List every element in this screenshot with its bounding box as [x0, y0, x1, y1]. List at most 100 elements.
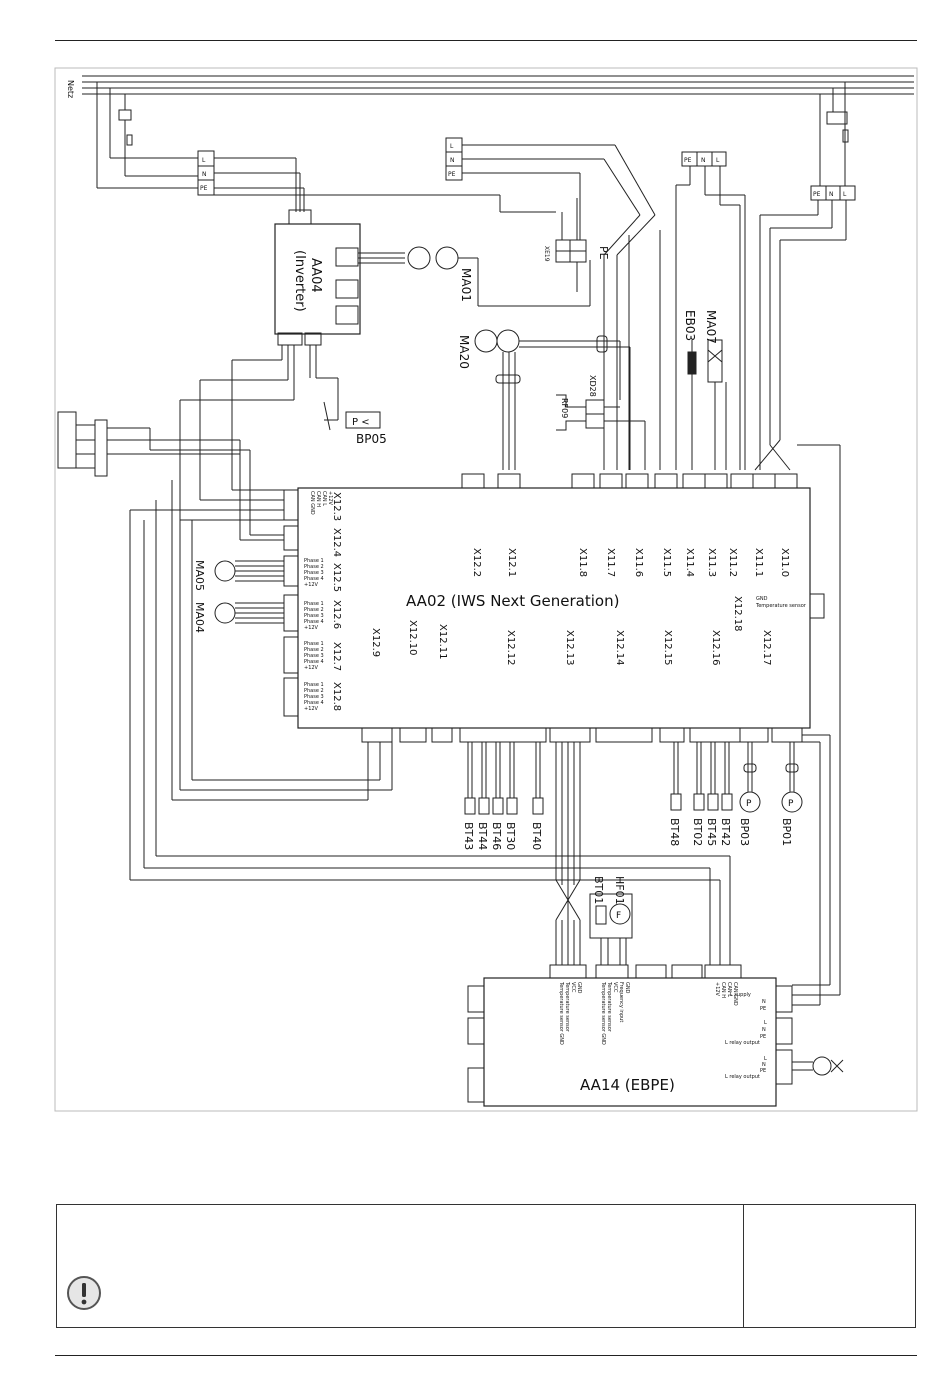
- svg-text:X12.11: X12.11: [437, 624, 448, 659]
- x1213-harness: [555, 742, 581, 965]
- right-edge-wiring: [792, 444, 844, 1076]
- svg-text:BT02: BT02: [691, 818, 704, 846]
- svg-text:X12.9: X12.9: [370, 628, 381, 657]
- svg-text:L relay output: L relay output: [725, 1074, 760, 1080]
- bp01-pressure-icon: [781, 791, 803, 813]
- svg-text:BP03: BP03: [738, 818, 751, 846]
- svg-text:+12V: +12V: [304, 625, 319, 631]
- svg-text:X11.1: X11.1: [753, 548, 764, 577]
- aa14-temp-pin-labels: GND VCC Temperature sensor Temperature s…: [558, 981, 582, 1045]
- svg-text:N: N: [762, 999, 766, 1005]
- svg-text:Phase 3: Phase 3: [304, 653, 324, 659]
- svg-text:Phase 4: Phase 4: [304, 700, 324, 706]
- svg-text:Phase 2: Phase 2: [304, 647, 324, 653]
- ma04-motor-icon: [214, 602, 236, 624]
- x127-pin-labels: Phase 1 Phase 2 Phase 3 Phase 4 +12V: [304, 641, 324, 671]
- svg-text:+12V: +12V: [714, 982, 720, 997]
- inverter-aa04: [274, 209, 361, 346]
- svg-text:P: P: [746, 799, 752, 809]
- svg-text:Temperature sensor: Temperature sensor: [606, 981, 612, 1033]
- note-divider: [743, 1205, 744, 1327]
- svg-text:X11.8: X11.8: [577, 548, 588, 577]
- svg-text:N: N: [829, 191, 834, 198]
- svg-text:X11.2: X11.2: [727, 548, 738, 577]
- svg-text:L: L: [450, 143, 454, 150]
- left-connector-labels: X12.3 X12.4 X12.5 X12.6 X12.7 X12.8: [331, 492, 342, 711]
- svg-text:PE: PE: [200, 185, 208, 192]
- svg-text:X12.1: X12.1: [506, 548, 517, 577]
- svg-text:X12.17: X12.17: [761, 630, 772, 665]
- svg-text:X12.15: X12.15: [662, 630, 673, 665]
- x125-pin-labels: Phase 1 Phase 2 Phase 3 Phase 4 +12V: [304, 558, 324, 588]
- svg-text:Phase 1: Phase 1: [304, 558, 324, 564]
- svg-text:+12V: +12V: [327, 491, 333, 506]
- bottom-rule: [55, 1355, 917, 1356]
- temp-sensors-right: [670, 742, 803, 813]
- xe19-label: XE19: [543, 246, 550, 262]
- svg-text:X12.18: X12.18: [732, 596, 743, 631]
- xd28-label: XD28: [588, 375, 597, 397]
- external-connector: [57, 411, 251, 540]
- svg-text:PE: PE: [684, 157, 692, 164]
- svg-text:L: L: [843, 191, 847, 198]
- ma05-label: MA05: [193, 560, 206, 591]
- hf01-label: HF01: [613, 876, 626, 905]
- bp03-pressure-icon: [739, 791, 761, 813]
- svg-text:L: L: [202, 157, 206, 164]
- svg-text:Temperature sensor: Temperature sensor: [755, 603, 807, 609]
- svg-text:L: L: [764, 1056, 767, 1062]
- exclamation-icon: [67, 1276, 101, 1310]
- svg-text:X11.7: X11.7: [605, 548, 616, 577]
- svg-text:Phase 1: Phase 1: [304, 601, 324, 607]
- svg-text:+12V: +12V: [304, 665, 319, 671]
- svg-text:X12.12: X12.12: [505, 630, 516, 665]
- ma20-label: MA20: [457, 335, 471, 369]
- svg-text:VCC: VCC: [570, 982, 576, 993]
- svg-text:Phase 3: Phase 3: [304, 613, 324, 619]
- left-supply-wiring: [96, 82, 556, 213]
- left-loop-wiring: [129, 480, 731, 965]
- svg-text:L supply: L supply: [730, 992, 751, 998]
- svg-text:GND: GND: [624, 982, 630, 994]
- svg-text:X12.3: X12.3: [331, 492, 342, 521]
- right-fuse: [826, 111, 848, 125]
- eb03-heater-icon: [687, 351, 697, 375]
- svg-text:BT43: BT43: [462, 822, 475, 850]
- center-terminal-block: [445, 137, 661, 470]
- main-board-aa02: [283, 473, 825, 743]
- svg-text:Phase 3: Phase 3: [304, 694, 324, 700]
- x1218-pin-labels: GND Temperature sensor: [755, 596, 807, 609]
- svg-text:Phase 3: Phase 3: [304, 570, 324, 576]
- svg-text:BT30: BT30: [504, 822, 517, 850]
- svg-text:Phase 1: Phase 1: [304, 641, 324, 647]
- svg-text:X12.14: X12.14: [614, 630, 625, 665]
- svg-text:PE: PE: [760, 1034, 766, 1040]
- ma07-valve-icon: [707, 349, 723, 363]
- left-terminal-labels: L N PE: [200, 157, 208, 192]
- svg-text:X11.4: X11.4: [684, 548, 695, 577]
- ebpe-board-aa14: [467, 964, 793, 1107]
- svg-text:CAN GND: CAN GND: [309, 491, 315, 515]
- netz-label: Netz: [66, 80, 75, 98]
- aa14-right-pin-labels: L supply N PE L N PE L relay output L N …: [725, 992, 767, 1080]
- svg-text:VCC: VCC: [612, 982, 618, 993]
- inverter-sublabel: (Inverter): [292, 250, 307, 312]
- rf09-label: RF09: [560, 398, 569, 418]
- svg-text:X11.5: X11.5: [661, 548, 672, 577]
- diagram-frame: [54, 67, 918, 1112]
- svg-text:X12.7: X12.7: [331, 642, 342, 671]
- mid-connector-labels: X12.9 X12.10 X12.11 X12.12 X12.13 X12.14…: [370, 596, 772, 665]
- svg-text:BT42: BT42: [719, 818, 732, 846]
- svg-text:X11.0: X11.0: [779, 548, 790, 577]
- bt01-label: BT01: [592, 876, 605, 904]
- ma01-motor-icon: [407, 246, 431, 270]
- svg-text:N: N: [762, 1027, 766, 1033]
- svg-text:N: N: [202, 171, 207, 178]
- xd28-block: [556, 394, 646, 470]
- svg-text:X11.6: X11.6: [633, 548, 644, 577]
- svg-text:X12.6: X12.6: [331, 600, 342, 629]
- svg-text:CAN GND: CAN GND: [732, 982, 738, 1006]
- svg-text:L relay output: L relay output: [725, 1040, 760, 1046]
- svg-text:Temperature sensor GND: Temperature sensor GND: [600, 981, 606, 1045]
